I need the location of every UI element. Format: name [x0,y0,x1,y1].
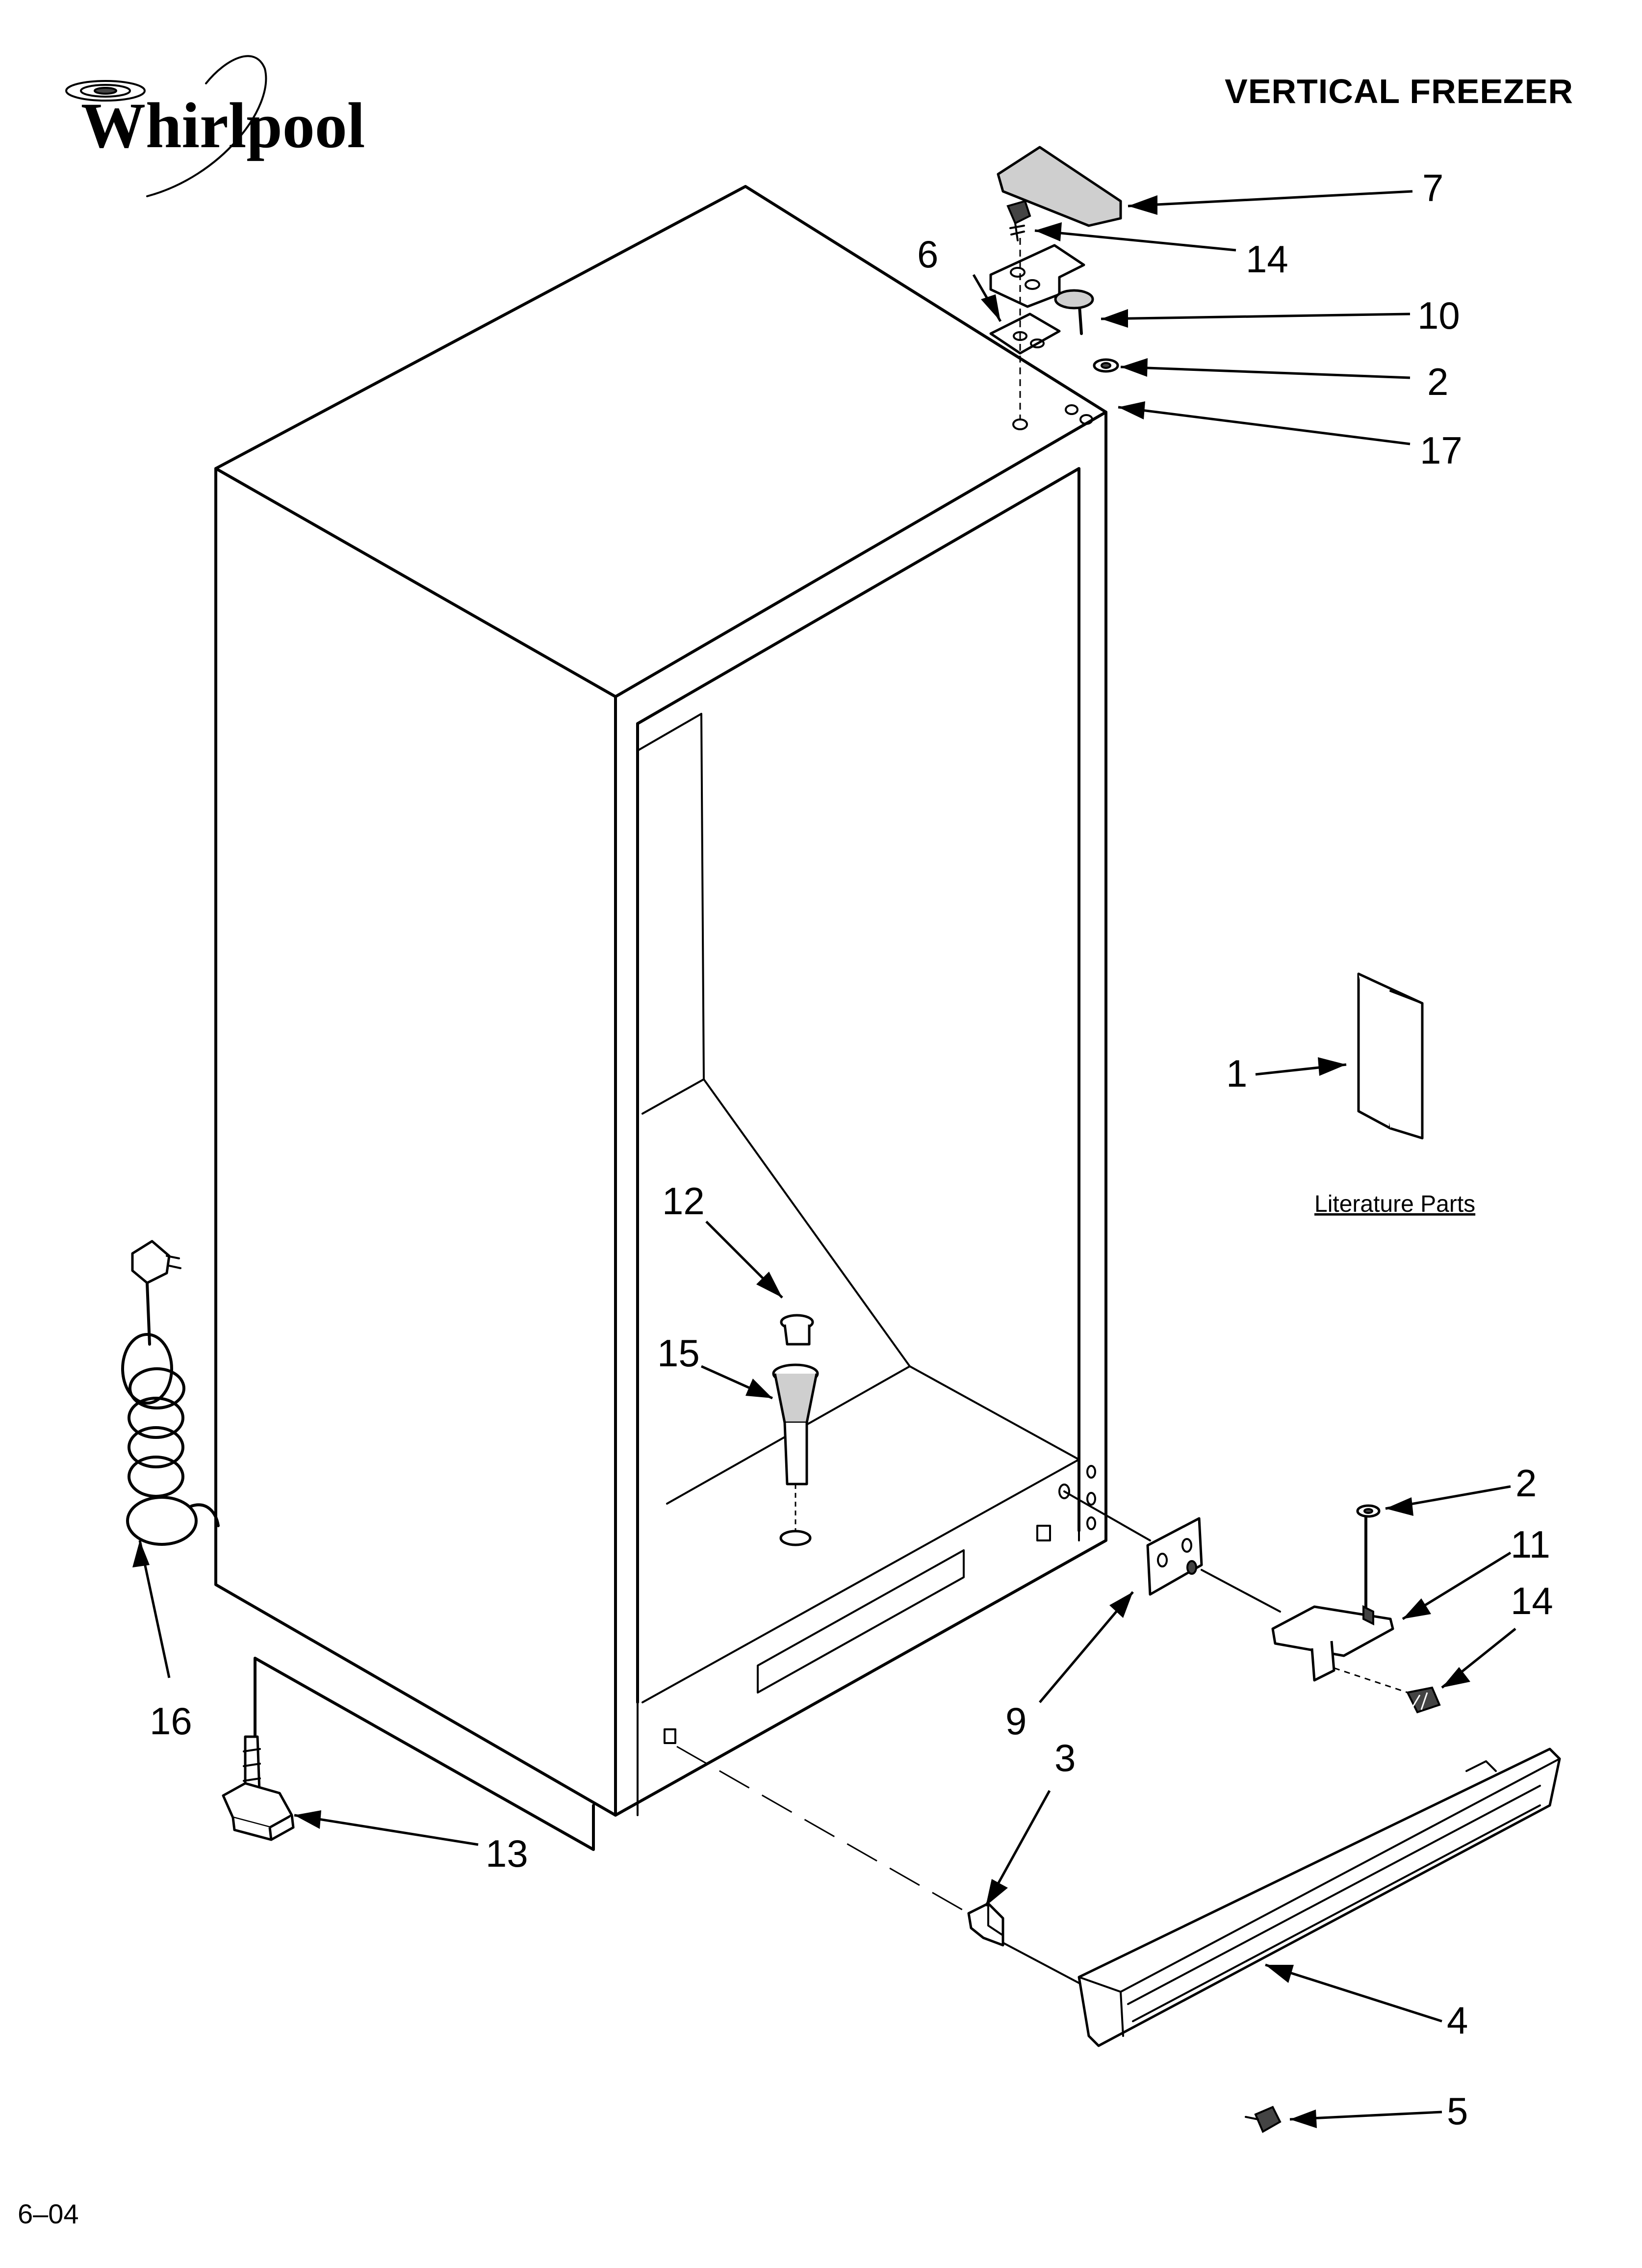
page-title: VERTICAL FREEZER [1225,72,1573,110]
callout-16: 16 [150,1699,192,1743]
callout-1: 1 [1226,1052,1247,1095]
callout-10: 10 [1417,294,1460,337]
callout-14-bottom: 14 [1511,1579,1553,1622]
hinge-cover [997,146,1122,227]
callout-15: 15 [657,1331,700,1375]
callout-3: 3 [1054,1736,1076,1779]
cabinet [214,185,1107,1851]
callout-13: 13 [486,1832,528,1875]
bottom-hinge [1271,1510,1394,1682]
callout-2-bottom: 2 [1515,1461,1537,1505]
brand-logo: Whirlpool [65,55,365,197]
hinge-screw-bottom [1406,1686,1441,1714]
callout-4: 4 [1447,1999,1468,2042]
callout-12: 12 [662,1179,705,1223]
callout-5: 5 [1447,2089,1468,2133]
leveling-leg [222,1735,295,1841]
callout-2-top: 2 [1427,360,1448,403]
bracket-9 [1146,1517,1203,1596]
callout-9: 9 [1005,1699,1026,1743]
power-cord [121,1240,220,1546]
brand-logo-text: Whirlpool [81,89,365,161]
top-hinge [989,244,1094,335]
callout-17: 17 [1420,429,1462,472]
toe-grille-clip [967,1902,1004,1947]
callout-14-top: 14 [1246,237,1288,281]
hinge-screw-top [1006,200,1031,241]
callout-7: 7 [1422,166,1443,209]
drain-plug [780,1314,814,1346]
date-code: 6–04 [18,2198,79,2229]
grille-screw [1245,2106,1282,2133]
drain-tube [772,1363,819,1546]
leader-arrows [132,190,1516,2128]
callout-6: 6 [917,233,938,276]
literature-label: Literature Parts [1314,1191,1475,1217]
callout-11: 11 [1511,1523,1550,1566]
washer-top [1093,358,1119,373]
toe-grille [1078,1747,1561,2047]
washer-bottom [1356,1504,1381,1518]
literature-book: Literature Parts [1314,972,1475,1217]
